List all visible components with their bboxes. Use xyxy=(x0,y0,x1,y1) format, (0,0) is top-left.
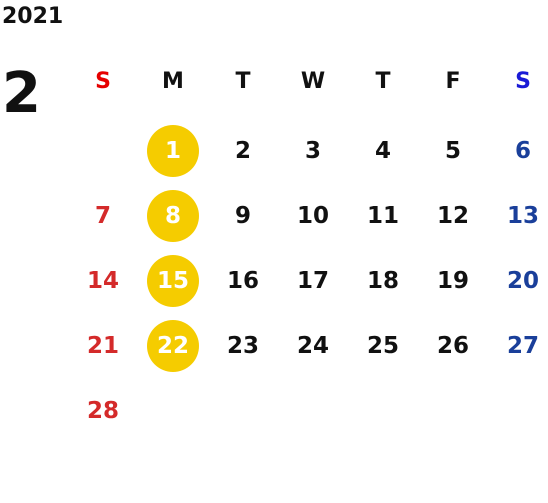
day-16[interactable]: 16 xyxy=(226,268,259,294)
day-8[interactable]: 8 xyxy=(164,203,181,229)
day-24[interactable]: 24 xyxy=(296,333,329,359)
day-19[interactable]: 19 xyxy=(436,268,469,294)
weekday-header-mon: M xyxy=(162,68,184,94)
day-15[interactable]: 15 xyxy=(156,268,189,294)
year-label: 2021 xyxy=(2,4,64,29)
day-26[interactable]: 26 xyxy=(436,333,469,359)
day-2[interactable]: 2 xyxy=(234,138,251,164)
day-highlight-circle xyxy=(147,190,199,242)
day-1[interactable]: 1 xyxy=(164,138,181,164)
day-9[interactable]: 9 xyxy=(234,203,251,229)
day-22[interactable]: 22 xyxy=(156,333,189,359)
day-28[interactable]: 28 xyxy=(86,398,119,424)
day-25[interactable]: 25 xyxy=(366,333,399,359)
day-21[interactable]: 21 xyxy=(86,333,119,359)
day-23[interactable]: 23 xyxy=(226,333,259,359)
day-14[interactable]: 14 xyxy=(86,268,119,294)
day-4[interactable]: 4 xyxy=(374,138,391,164)
day-highlight-circle xyxy=(147,255,199,307)
weekday-header-tue: T xyxy=(235,68,251,94)
day-27[interactable]: 27 xyxy=(506,333,539,359)
weekday-header-sun: S xyxy=(95,68,111,94)
day-11[interactable]: 11 xyxy=(366,203,399,229)
day-3[interactable]: 3 xyxy=(304,138,321,164)
weekday-header-wed: W xyxy=(300,68,326,94)
day-7[interactable]: 7 xyxy=(94,203,111,229)
weekday-header-thu: T xyxy=(375,68,391,94)
day-18[interactable]: 18 xyxy=(366,268,399,294)
day-17[interactable]: 17 xyxy=(296,268,329,294)
day-20[interactable]: 20 xyxy=(506,268,539,294)
day-12[interactable]: 12 xyxy=(436,203,469,229)
weekday-header-fri: F xyxy=(445,68,461,94)
month-label: 2 xyxy=(2,61,41,126)
day-13[interactable]: 13 xyxy=(506,203,539,229)
day-highlight-circle xyxy=(147,125,199,177)
day-10[interactable]: 10 xyxy=(296,203,329,229)
day-6[interactable]: 6 xyxy=(514,138,531,164)
day-5[interactable]: 5 xyxy=(444,138,461,164)
weekday-header-sat: S xyxy=(515,68,531,94)
day-highlight-circle xyxy=(147,320,199,372)
